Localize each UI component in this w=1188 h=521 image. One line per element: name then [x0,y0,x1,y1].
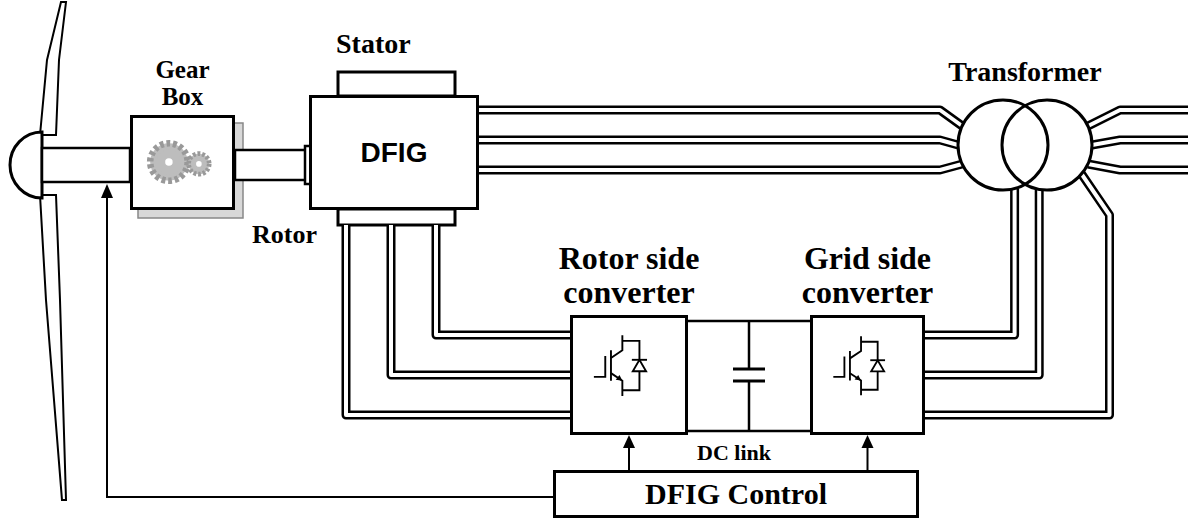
shaft [235,150,307,180]
gears-icon [133,118,232,207]
rotor-bar [338,209,455,225]
converter-box: Rotor side converter [570,315,688,435]
part-label: Rotor [252,220,317,250]
part-label: DC link [697,440,771,466]
igbt-symbol [813,318,922,432]
part-heading: Transformer [910,57,1140,87]
box-text: DFIG Control [556,473,916,515]
part-heading: Rotor side converter [524,241,734,310]
machine-box: DFIG [309,95,479,210]
control-line [107,196,562,497]
box-text: DFIG [312,98,476,207]
grid-lines [1088,110,1188,170]
transformer: Transformer [955,95,1095,195]
blade [40,195,66,500]
part-label: Stator [336,28,411,60]
connector [925,174,1110,415]
transformer-coils [955,95,1095,195]
hub [10,132,42,198]
machine-box: DFIG Control [553,470,919,518]
blade [40,2,66,135]
connector [479,110,962,170]
connector [862,435,874,470]
connector [346,225,570,415]
shaft [42,148,130,182]
connector [623,435,635,470]
gear-box: Gear Box [130,115,235,210]
part-heading: Grid side converter [768,241,968,310]
arrow-head [101,184,113,198]
igbt-symbol [573,318,685,432]
stator-bar [338,72,455,96]
converter-box: Grid side converter [810,315,925,435]
connector [688,321,810,431]
part-heading: Gear Box [143,56,223,110]
